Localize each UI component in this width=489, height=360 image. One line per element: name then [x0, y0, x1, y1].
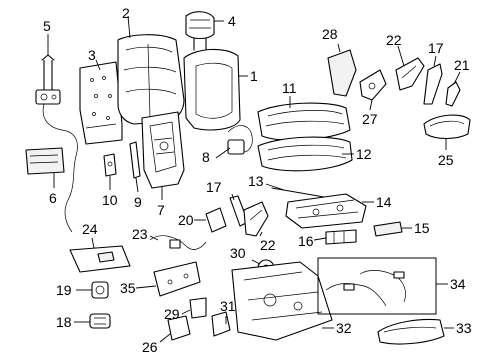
part-8-switch [227, 125, 253, 155]
part-11-cushion-pad [257, 102, 351, 141]
callout-12: 12 [356, 146, 372, 162]
callout-34: 34 [450, 276, 466, 292]
part-18-knob [89, 313, 111, 329]
callout-31: 31 [220, 298, 236, 314]
part-3-back-panel [79, 61, 123, 145]
part-22-handle-lower [243, 201, 269, 237]
callout-7: 7 [157, 202, 165, 218]
callout-20: 20 [178, 212, 194, 228]
part-34-wiring-harness-inset [317, 257, 437, 315]
part-25-side-shield [423, 114, 471, 140]
callout-11: 11 [282, 80, 297, 96]
part-33-end-cap [377, 319, 445, 345]
callout-25: 25 [438, 152, 454, 168]
callout-3: 3 [88, 47, 96, 63]
part-17-lever-top [423, 63, 443, 105]
part-5-headrest-guides [35, 54, 61, 105]
part-19-knob [91, 281, 109, 299]
callout-5: 5 [43, 18, 51, 34]
leader-lines [47, 15, 461, 343]
callout-19: 19 [56, 282, 72, 298]
part-35-bracket [153, 261, 201, 297]
callout-10: 10 [102, 192, 118, 208]
part-9-bracket [129, 141, 141, 179]
part-15-plate [373, 221, 403, 237]
callout-28: 28 [322, 26, 338, 42]
callout-13: 13 [248, 173, 264, 189]
part-16-block [325, 229, 357, 245]
part-14-adjuster [285, 193, 367, 229]
callout-16: 16 [298, 233, 314, 249]
callout-9: 9 [134, 194, 142, 210]
part-32-seat-frame [231, 261, 333, 341]
part-21-clip [445, 81, 461, 107]
callout-32: 32 [336, 320, 352, 336]
part-26-trim [167, 315, 191, 341]
callout-17-top: 17 [428, 40, 444, 56]
part-28-side-trim [327, 49, 357, 97]
part-24-side-cover [69, 245, 131, 273]
callout-6: 6 [49, 190, 57, 206]
callout-22-lower: 22 [260, 237, 276, 253]
callout-24: 24 [82, 221, 98, 237]
part-6-cable-module [25, 103, 78, 233]
part-1-backrest-cover [183, 48, 241, 131]
part-27-lever-trim [359, 69, 387, 101]
callout-33: 33 [456, 320, 472, 336]
part-2-backrest-pad [117, 34, 185, 125]
callout-29: 29 [164, 306, 180, 322]
callout-labels: 5 6 3 2 4 1 7 10 9 8 11 12 28 27 22 17 2… [43, 5, 472, 355]
callout-35: 35 [120, 280, 136, 296]
callout-8: 8 [202, 149, 210, 165]
callout-30: 30 [230, 245, 246, 261]
callout-1: 1 [250, 68, 258, 84]
callout-14: 14 [376, 194, 392, 210]
part-31-lever [211, 311, 231, 337]
part-7-backrest-frame [141, 111, 185, 189]
callout-27: 27 [362, 111, 378, 127]
part-4-headrest [185, 11, 215, 51]
part-20-cover [205, 207, 227, 233]
callout-15: 15 [414, 220, 430, 236]
callout-22-top: 22 [386, 32, 402, 48]
callout-4: 4 [228, 13, 236, 29]
callout-18: 18 [56, 314, 72, 330]
part-10-bracket [103, 153, 117, 177]
part-29-pad [189, 297, 207, 319]
callout-17-lower: 17 [206, 179, 222, 195]
part-12-cushion-cover [257, 136, 353, 172]
callout-26: 26 [142, 339, 158, 355]
part-23-harness [149, 235, 207, 250]
callout-23: 23 [132, 226, 148, 242]
callout-21: 21 [454, 57, 470, 73]
part-22-handle-top [395, 57, 425, 91]
callout-2: 2 [122, 5, 130, 21]
